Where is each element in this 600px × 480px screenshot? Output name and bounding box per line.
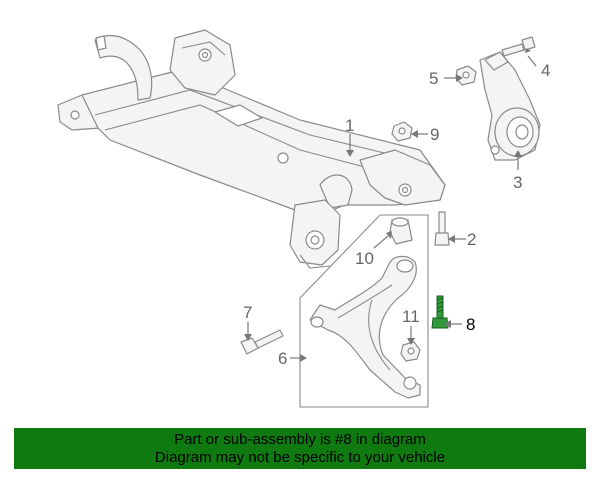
bushing-part-10	[389, 217, 413, 245]
nut-part-5	[455, 65, 477, 86]
steering-knuckle	[479, 51, 541, 161]
lower-control-arm	[309, 255, 421, 399]
parts-diagram: 1 2 3 4 5 6 7 8 9 10 11	[57, 29, 550, 408]
bolt-part-8-highlighted	[431, 295, 449, 329]
callout-6: 6	[278, 349, 287, 368]
info-banner: Part or sub-assembly is #8 in diagram Di…	[14, 428, 586, 469]
callout-3: 3	[513, 173, 522, 192]
callout-5: 5	[429, 69, 438, 88]
nut-part-9	[391, 121, 413, 142]
subframe-crossmember	[57, 29, 446, 269]
callout-1: 1	[345, 116, 354, 135]
nut-part-11	[400, 341, 421, 362]
control-arm-group-box	[299, 214, 429, 408]
bolt-part-7	[240, 329, 284, 355]
callout-7: 7	[243, 303, 252, 322]
callout-4: 4	[541, 61, 550, 80]
callout-8: 8	[466, 315, 475, 334]
bolt-part-4	[501, 36, 536, 57]
leader-lines	[247, 55, 537, 359]
arrowheads	[244, 48, 531, 362]
callout-11: 11	[402, 307, 420, 326]
callout-labels: 1 2 3 4 5 6 7 8 9 10 11	[243, 61, 550, 368]
bolt-part-2	[434, 211, 450, 246]
banner-line-2: Diagram may not be specific to your vehi…	[154, 449, 446, 466]
banner-line-1: Part or sub-assembly is #8 in diagram	[174, 431, 426, 448]
callout-2: 2	[467, 230, 476, 249]
callout-9: 9	[430, 125, 439, 144]
callout-10: 10	[355, 249, 374, 268]
